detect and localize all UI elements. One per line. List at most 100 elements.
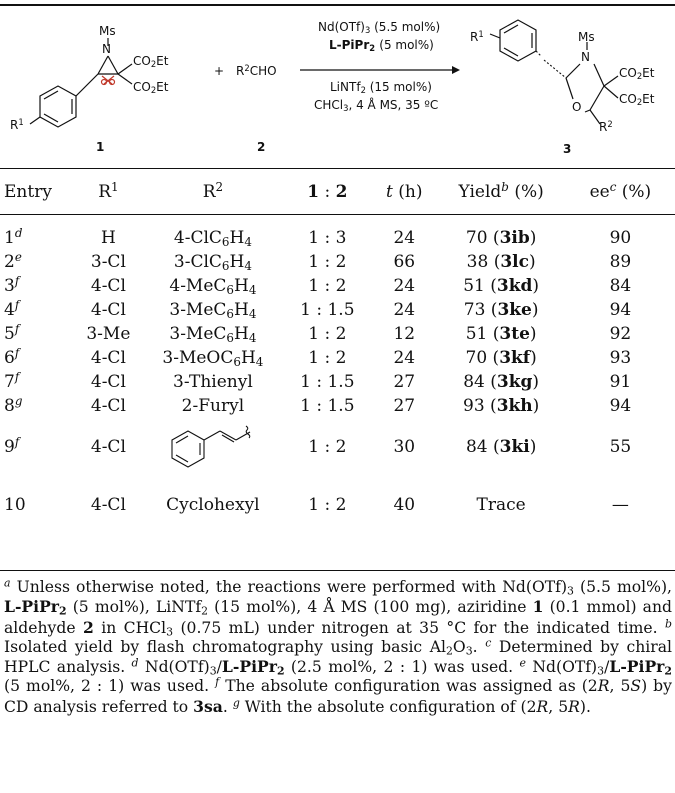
cell-r2: 4-ClC6H4 [173,228,252,249]
product-co2et-top: CO2Et [619,66,655,82]
cell-ratio: 1 : 2 [308,324,347,344]
cell-r2 [143,418,282,476]
reactant1-co2et-top: CO2Et [133,54,169,70]
table-row: 5f 3-Me 3-MeC6H4 1 : 2 12 51 (3te) 92 [0,322,675,346]
cell-r1: H [100,228,116,248]
footnote-a: a Unless otherwise noted, the reactions … [4,576,673,639]
results-table: Entry R1 R2 1 : 2 t (h) Yieldb (%) eec (… [0,170,675,522]
cell-ee: 84 [609,276,632,296]
header-r2: R2 [202,180,224,202]
cell-ee: 91 [609,372,632,392]
cell-yield: 84 (3ki) [465,437,537,457]
product-benzene-ring [499,19,537,62]
cell-entry: 10 [4,495,26,515]
cell-r1: 3-Me [86,324,131,344]
cell-entry: 2e [4,250,22,272]
cell-yield: 93 (3kh) [463,396,540,416]
cell-r2: 3-ClC6H4 [173,252,252,273]
cell-r1: 4-Cl [90,300,126,320]
reactant1-n-label: N [102,42,111,56]
cell-r2: 3-Thienyl [173,372,253,392]
product-r2-label: R2 [599,118,613,134]
cell-time: 30 [393,437,416,457]
cell-time: 24 [393,300,416,320]
table-row: 8g 4-Cl 2-Furyl 1 : 1.5 27 93 (3kh) 94 [0,394,675,418]
footnote-f: f The absolute configuration was assigne… [4,676,672,716]
table-row: 4f 4-Cl 3-MeC6H4 1 : 1.5 24 73 (3ke) 94 [0,298,675,322]
cell-entry: 4f [4,298,20,320]
cell-r1: 3-Cl [90,252,126,272]
reaction-scheme: Ms N CO2Et CO2Et R1 1 + R2CHO 2 Nd(OTf)3… [0,6,675,166]
cell-r2: 2-Furyl [181,396,245,416]
cell-entry: 3f [4,274,20,296]
reactant1-r1-label: R1 [10,116,24,132]
reactant1-compound-number: 1 [96,140,105,154]
cell-entry: 8g [4,394,23,416]
cell-r1: 4-Cl [90,396,126,416]
header-ratio: 1 : 2 [307,182,348,202]
product-compound-number: 3 [563,142,572,156]
cell-time: 12 [393,324,416,344]
product-ms-label: Ms [578,30,595,44]
cell-time: 40 [393,495,416,515]
reactant1-ms-label: Ms [99,24,116,38]
product-o-label: O [572,100,582,114]
cell-ratio: 1 : 1.5 [300,372,355,392]
cell-ee: 89 [609,252,632,272]
table-row: 3f 4-Cl 4-MeC6H4 1 : 2 24 51 (3kd) 84 [0,274,675,298]
scheme-separator-rule [0,168,675,169]
cell-r2: 3-MeC6H4 [169,300,257,321]
table-row: 9f 4-Cl [0,418,675,476]
styryl-structure-icon [171,425,251,468]
cell-ee: 55 [609,437,632,457]
table-row: 10 4-Cl Cyclohexyl 1 : 2 40 Trace — [0,476,675,522]
header-entry: Entry [4,182,52,202]
cell-r1: 4-Cl [90,348,126,368]
cell-time: 24 [393,348,416,368]
table-row: 2e 3-Cl 3-ClC6H4 1 : 2 66 38 (3lc) 89 [0,250,675,274]
cell-ee: 92 [609,324,632,344]
header-ee: eec (%) [589,180,652,202]
reactant2-aldehyde: R2CHO [236,62,277,78]
footnote-e: e Nd(OTf)3/L-PiPr2 (5 mol%, 2 : 1) was u… [4,656,672,696]
cell-ee: 90 [609,228,632,248]
cell-ratio: 1 : 2 [308,252,347,272]
cell-time: 24 [393,228,416,248]
condition-additive: LiNTf2 (15 mol%) [330,80,432,96]
footnote-g: g With the absolute configuration of (2R… [232,696,591,716]
cell-entry: 7f [4,370,20,392]
cell-r2: 3-MeOC6H4 [162,348,264,369]
cell-time: 27 [393,396,416,416]
cell-r1: 4-Cl [90,276,126,296]
header-time: t (h) [386,182,423,202]
bottom-rule [0,570,675,571]
cell-entry: 9f [4,435,20,457]
footnote-c: c Determined by chiral HPLC analysis. [4,636,672,677]
reactant2-compound-number: 2 [257,140,266,154]
cell-ee: 94 [609,300,632,320]
header-r1: R1 [98,180,119,202]
reaction-arrow-head [452,66,460,74]
cell-yield: 38 (3lc) [466,252,536,272]
reactant1-benzene-ring [39,85,77,128]
cell-entry: 1d [4,226,23,248]
cell-yield: 51 (3te) [465,324,537,344]
cell-entry: 6f [4,346,20,368]
header-rule [0,214,675,215]
cell-time: 24 [393,276,416,296]
cell-r2: 4-MeC6H4 [169,276,257,297]
footnote-b: b Isolated yield by flash chromatography… [4,617,673,658]
product-n-label: N [581,50,590,64]
header-yield: Yieldb (%) [458,180,544,202]
cell-ratio: 1 : 2 [308,276,347,296]
cell-yield: 73 (3ke) [463,300,539,320]
cell-entry: 5f [4,322,20,344]
table-row: 6f 4-Cl 3-MeOC6H4 1 : 2 24 70 (3kf) 93 [0,346,675,370]
table-row: 1d H 4-ClC6H4 1 : 3 24 70 (3ib) 90 [0,214,675,250]
cell-ratio: 1 : 2 [308,348,347,368]
cell-time: 27 [393,372,416,392]
cell-time: 66 [393,252,416,272]
table-row: 7f 4-Cl 3-Thienyl 1 : 1.5 27 84 (3kg) 91 [0,370,675,394]
cell-yield: 51 (3kd) [463,276,540,296]
table-header-row: Entry R1 R2 1 : 2 t (h) Yieldb (%) eec (… [0,170,675,214]
